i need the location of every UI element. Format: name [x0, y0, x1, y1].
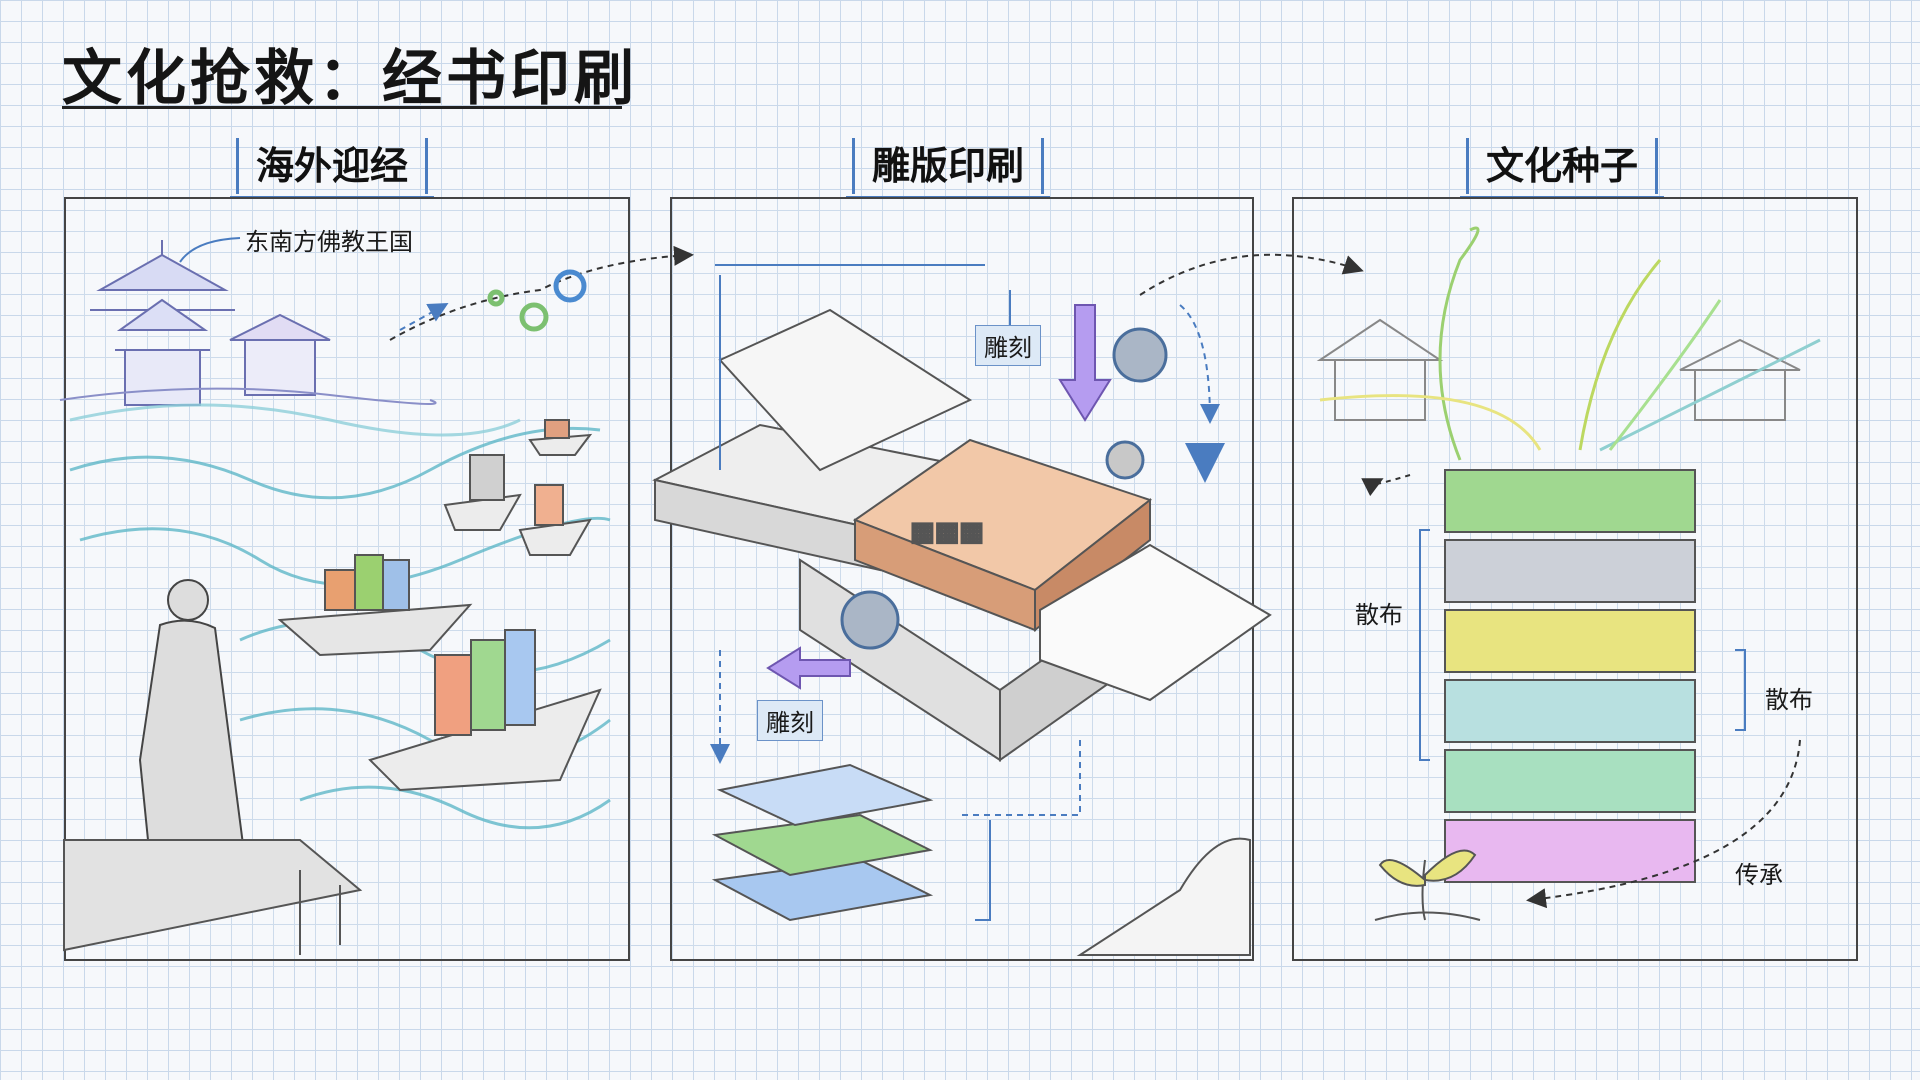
kingdom-pointer	[179, 237, 241, 263]
monk-figure	[138, 579, 247, 861]
temple-background	[1316, 318, 1801, 421]
title-underline	[62, 106, 622, 109]
scatter-brackets	[1419, 529, 1746, 761]
label-kingdom: 东南方佛教王国	[245, 228, 413, 256]
page-curl	[1076, 837, 1251, 956]
book-tower	[1444, 469, 1696, 883]
energy-swirls	[1319, 226, 1821, 461]
label-inherit: 传承	[1735, 861, 1783, 889]
page-title: 文化抢救：经书印刷	[62, 44, 638, 114]
label-spread-right: 散布	[1765, 686, 1813, 714]
label-spread-left: 散布	[1355, 601, 1403, 629]
gear-icon	[487, 269, 587, 332]
dimension-lines	[710, 264, 1220, 921]
gear-icon	[840, 327, 1168, 650]
dock	[63, 839, 363, 955]
seedling	[1374, 849, 1481, 921]
carve-arrows	[766, 304, 1225, 690]
svg-text:▦▦▦: ▦▦▦	[910, 517, 984, 547]
label-carve-bottom: 雕刻	[757, 700, 823, 741]
printed-scroll	[1039, 543, 1272, 702]
temple-illustration	[59, 240, 437, 406]
label-carve-top: 雕刻	[975, 325, 1041, 366]
book-stack	[711, 763, 934, 922]
cargo-boats	[277, 419, 602, 792]
inherit-arrow	[1526, 739, 1801, 909]
panel-title-overseas: 海外迎经	[230, 138, 435, 198]
panel-title-culture-seed: 文化种子	[1460, 138, 1665, 198]
flow-arrow-2	[1139, 253, 1364, 296]
